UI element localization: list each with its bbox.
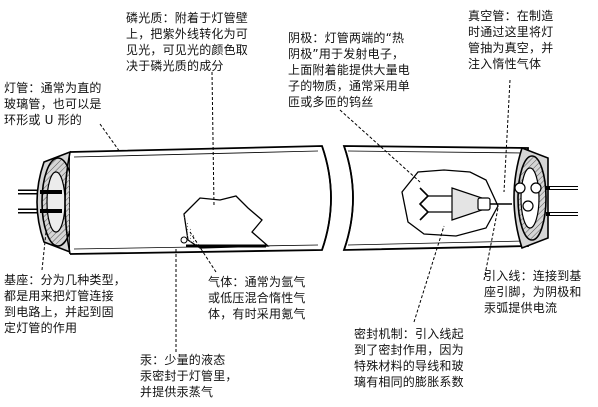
leader-base bbox=[41, 231, 47, 271]
leader-phosphor bbox=[211, 71, 215, 207]
leader-lead-in bbox=[483, 207, 499, 281]
tube-left-section bbox=[64, 145, 332, 255]
label-cathode: 阴极：灯管两端的“热 阴极”用于发射电子， 上面附着能提供大量电 子的物质，通常… bbox=[288, 31, 411, 109]
label-mercury: 汞：少量的液态 汞密封于灯管里， 并提供汞蒸气 bbox=[140, 353, 238, 399]
leader-gas bbox=[189, 231, 217, 273]
leader-tube bbox=[99, 123, 121, 153]
label-lead-in-wire: 引入线：连接到基 座引脚，为阴极和 汞弧提供电流 bbox=[484, 269, 582, 315]
leader-vacuum bbox=[503, 79, 511, 193]
label-seal: 密封机制：引入线起 到了密封作用，因为 特殊材料的导线和玻 璃有相同的膨胀系数 bbox=[354, 327, 464, 389]
tube-right-section bbox=[342, 145, 529, 251]
right-base bbox=[513, 146, 578, 250]
label-phosphor: 磷光质：附着于灯管壁 上，把紫外线转化为可 见光，可见光的颜色取 决于磷光质的成… bbox=[126, 11, 249, 73]
label-tube: 灯管：通常为直的 玻璃管，也可以是 环形或 U 形的 bbox=[4, 81, 102, 127]
label-base: 基座：分为几种类型， 都是用来把灯管连接 到电路上，并起到固 定灯管的作用 bbox=[4, 273, 127, 335]
label-vacuum-tube: 真空管：在制造 时通过这里将灯 管抽为真空，并 注入惰性气体 bbox=[468, 9, 554, 71]
leader-seal bbox=[413, 225, 445, 323]
label-gas: 气体：通常为氩气 或低压混合惰性气 体，有时采用氪气 bbox=[208, 275, 306, 321]
leader-cathode bbox=[339, 109, 421, 183]
leader-lines bbox=[41, 71, 511, 352]
